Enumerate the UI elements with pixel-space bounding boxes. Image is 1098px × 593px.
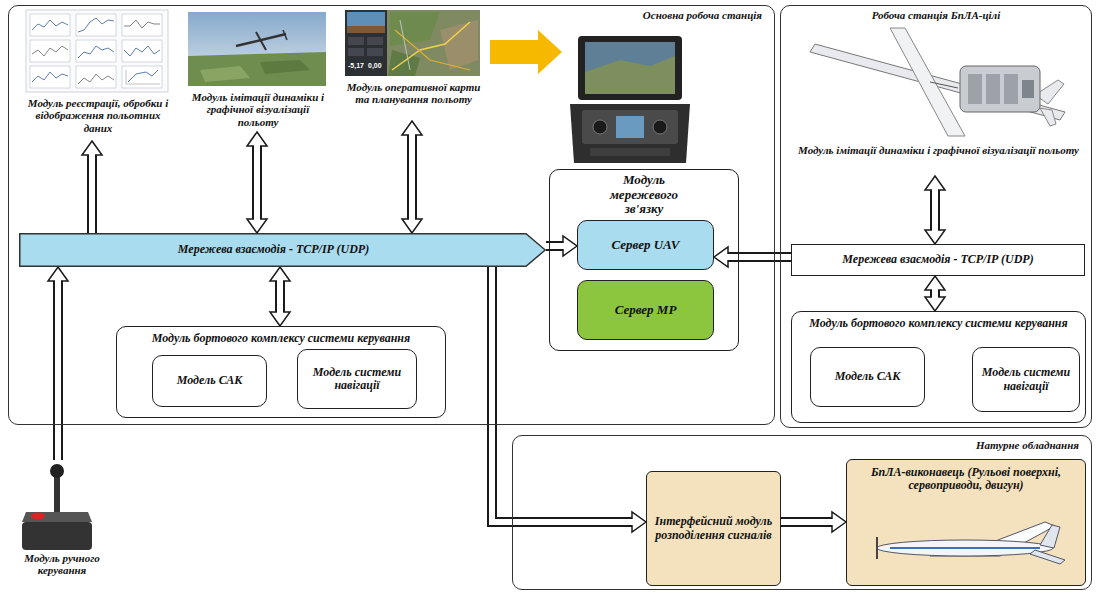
hollow-arrow — [247, 132, 267, 233]
region-title: Основна робоча станція — [21, 9, 762, 21]
hollow-arrow — [270, 267, 290, 326]
hollow-arrow — [781, 512, 846, 532]
ground-control-station — [570, 36, 690, 163]
model-box: Модель системи навігації — [972, 347, 1080, 412]
node-label: Сервер МР — [615, 303, 677, 318]
model-box: Модель САК — [810, 347, 925, 407]
hollow-arrow — [402, 121, 422, 233]
hollow-arrow — [925, 276, 945, 311]
node-label: Модуль бортового комплексу системи керув… — [798, 317, 1079, 330]
server-box: Сервер МР — [577, 280, 714, 340]
node-label: Мережева взаємодія - TCP/IP (UDP) — [842, 253, 1033, 266]
interface-box: Інтерфейсний модуль розподілення сигналі… — [646, 471, 781, 586]
node-label: Модуль ручного керування — [14, 552, 110, 577]
node-label: Модуль бортового комплексу системи керув… — [123, 332, 439, 345]
hollow-arrow — [48, 267, 68, 460]
map-readout: -5,17 — [348, 62, 364, 69]
map-readout: 0,00 — [368, 62, 382, 69]
node-label: Модуль оперативної карти та планування п… — [343, 81, 484, 106]
executor-uav-illustration — [877, 522, 1065, 564]
transfer-arrow — [490, 30, 562, 74]
equipment-region: Натурне обладнанняІнтерфейсний модуль ро… — [512, 435, 1092, 590]
model-box: Модель САК — [152, 355, 267, 407]
workstation-region: Основна робоча станціяМодуль реєстрації,… — [8, 5, 775, 425]
node-label: БпЛА-виконавець (Рульові поверхні, серво… — [861, 466, 1071, 493]
target-uav-illustration — [810, 28, 1065, 136]
node-label: Мережева взаємодія - TCP/IP (UDP) — [178, 243, 369, 256]
hollow-arrow — [82, 141, 102, 233]
hollow-arrow — [546, 236, 577, 256]
node-label: Модель системи навігації — [979, 366, 1073, 393]
module-box: Модуль бортового комплексу системи керув… — [791, 311, 1086, 423]
node-label: Модель системи навігації — [304, 366, 410, 393]
node-label: Модель САК — [177, 374, 243, 387]
flight-map-screen — [345, 10, 480, 76]
network-band: Мережева взаємодія - TCP/IP (UDP) — [19, 233, 546, 267]
network-module-box: Модуль мережевого зв'язкуСервер UAV Серве… — [549, 169, 739, 351]
region-title: Робоча станція БпЛА-цілі — [793, 9, 1079, 21]
node-label: Модуль імітації динаміки і графічної віз… — [798, 144, 1079, 156]
flight-data-charts — [26, 10, 168, 92]
node-label: Модуль імітації динаміки і графічної віз… — [186, 91, 330, 128]
model-box: Модель системи навігації — [297, 349, 417, 409]
node-label: Модуль мережевого зв'язку — [590, 173, 698, 217]
flight-simulation-view — [188, 12, 326, 86]
module-figure: Модуль ручного керування — [12, 460, 112, 588]
node-label: Сервер UAV — [612, 238, 680, 253]
server-box: Сервер UAV — [577, 220, 714, 270]
node-label: Модель САК — [835, 370, 901, 383]
workstation-region: Робоча станція БпЛА-ціліМодуль імітації … — [780, 5, 1092, 428]
node-label: Модуль реєстрації, обробки і відображенн… — [25, 97, 171, 134]
hollow-arrow — [925, 176, 945, 244]
module-box: Модуль бортового комплексу системи керув… — [116, 326, 446, 418]
module-figure: Модуль імітації динаміки і графічної віз… — [184, 9, 332, 132]
module-figure: Модуль імітації динаміки і графічної віз… — [796, 16, 1081, 176]
module-figure: Модуль реєстрації, обробки і відображенн… — [23, 9, 173, 141]
joystick-icon — [22, 464, 92, 550]
region-title: Натурне обладнання — [525, 439, 1079, 451]
network-band: Мережева взаємодія - TCP/IP (UDP) — [791, 244, 1085, 276]
node-label: Інтерфейсний модуль розподілення сигналі… — [653, 515, 774, 542]
executor-box: БпЛА-виконавець (Рульові поверхні, серво… — [846, 459, 1086, 586]
